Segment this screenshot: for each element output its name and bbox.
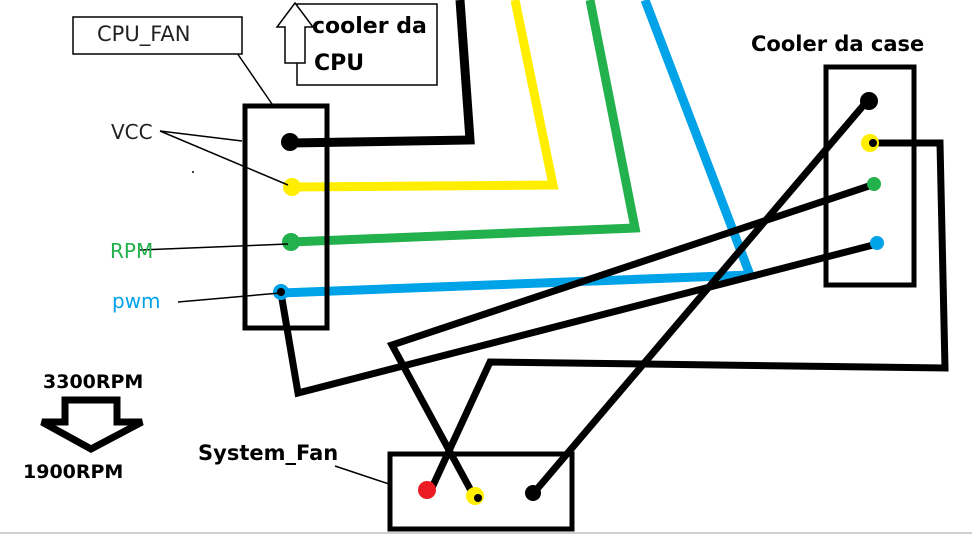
wire-case-black [529,97,871,498]
sys-pin-black [525,485,541,501]
cpu-pin-green [282,233,300,251]
cooler-cpu-label-line2: CPU [314,51,364,76]
pwm-label: pwm [112,289,161,313]
wire-case-green [386,180,877,500]
case-pin-green [867,177,881,191]
system-fan-header [387,451,575,532]
arrow-up-outline-icon [275,1,315,64]
rpm-label: RPM [110,239,153,263]
cpu-pin-black [281,133,299,151]
cooler-cpu-label-line1: cooler da [312,14,427,39]
rpm-to-label: 1900RPM [23,461,123,483]
cpu-fan-label: CPU_FAN [97,22,190,47]
rpm-from-label: 3300RPM [43,371,143,393]
cpu-fan-label-box [72,16,243,55]
arrow-down-outline-icon [40,396,144,453]
case-pin-blue [870,236,884,250]
wire-cpu-black [289,0,475,148]
case-pin-black [860,92,878,110]
cooler-case-label: Cooler da case [751,32,924,56]
system-fan-label: System_Fan [198,441,338,465]
vcc-label: VCC [111,120,153,144]
wire-cpu-yellow [292,0,559,192]
wire-pwm-to-case [277,240,878,398]
cpu-pin-yellow [283,178,301,196]
sys-pin-red [418,481,436,499]
case-fan-header [823,64,917,288]
wire-case-yellow [426,139,949,494]
wire-cpu-green [290,0,641,247]
cpu-fan-header [242,103,330,331]
